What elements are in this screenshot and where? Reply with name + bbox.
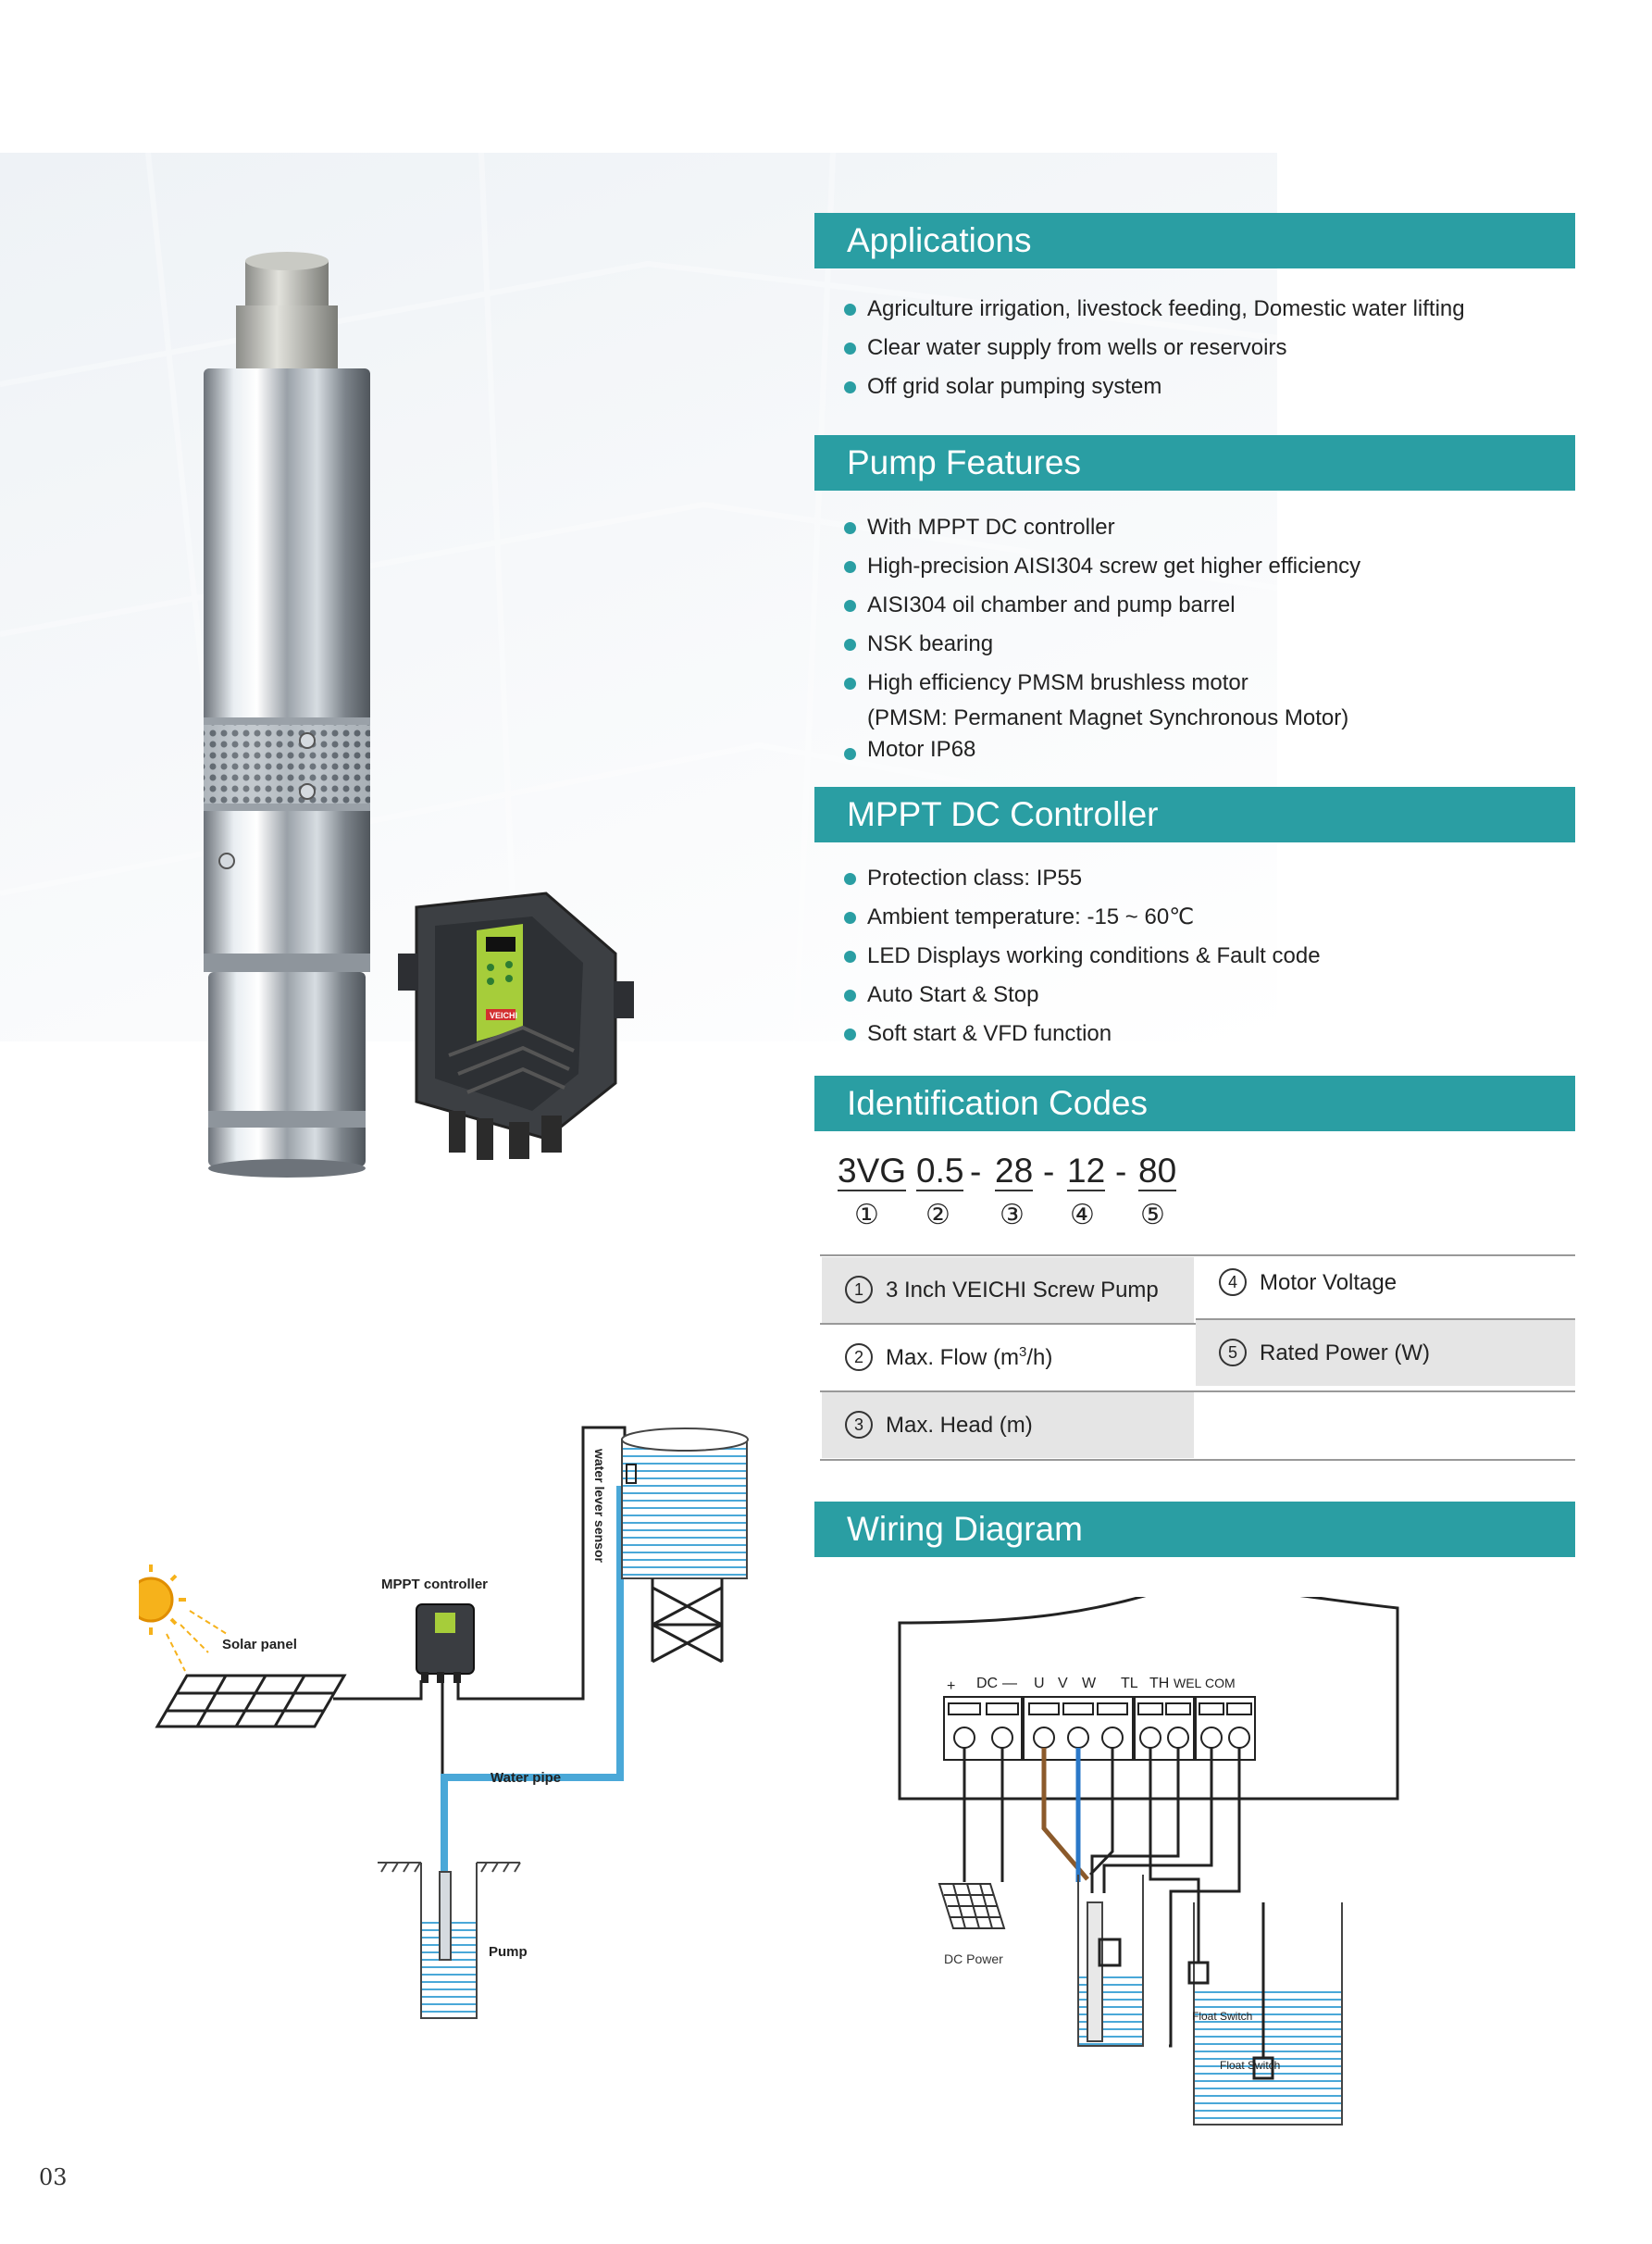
water-tank-icon (621, 1427, 749, 1664)
wiring-diagram-header: Wiring Diagram (814, 1502, 1575, 1557)
list-item: Off grid solar pumping system (844, 368, 1465, 406)
code-index: ② (925, 1200, 950, 1230)
float-switch-label: Float Switch (1220, 2059, 1280, 2072)
code-separator: - (970, 1153, 982, 1191)
code-part: 80 (1138, 1152, 1177, 1191)
code-separator: - (1115, 1153, 1127, 1191)
water-pipe (441, 1486, 624, 1875)
list-item: With MPPT DC controller (844, 508, 1360, 547)
pump-product-image (204, 252, 370, 1178)
wel-label: WEL (1174, 1676, 1202, 1690)
code-part: 3VG (838, 1152, 907, 1191)
pump-features-list: With MPPT DC controller High-precision A… (844, 508, 1360, 766)
th-label: TH (1149, 1676, 1169, 1691)
code-part: 28 (995, 1152, 1034, 1191)
water-level-sensor-label: water lever sensor (592, 1448, 607, 1564)
mppt-controller-header: MPPT DC Controller (814, 787, 1575, 842)
controller-terminal-box (898, 1597, 1399, 1801)
list-item: High-precision AISI304 screw get higher … (844, 547, 1360, 586)
applications-header: Applications (814, 213, 1575, 268)
u-label: U (1034, 1676, 1045, 1691)
list-item: Agriculture irrigation, livestock feedin… (844, 290, 1465, 329)
list-item: NSK bearing (844, 625, 1360, 664)
dc-plus-label: + (947, 1678, 955, 1694)
mppt-controller-image: VEICHI (398, 891, 634, 1160)
float-tank-icon (1187, 1902, 1343, 2126)
code-index: ① (854, 1200, 879, 1230)
code-part: 12 (1067, 1152, 1106, 1191)
applications-list: Agriculture irrigation, livestock feedin… (844, 290, 1465, 406)
dc-power-icon (938, 1883, 1006, 1929)
brown-wire (1041, 1748, 1089, 1881)
code-part: 0.5 (916, 1152, 964, 1191)
solar-panel-label: Solar panel (222, 1637, 297, 1652)
solar-panel-icon (155, 1674, 347, 1728)
pump-well-icon (1077, 1875, 1144, 2047)
dc-minus-label: — (1002, 1676, 1017, 1691)
page-number: 03 (39, 2164, 68, 2190)
list-item: Clear water supply from wells or reservo… (844, 329, 1465, 368)
code-index: ⑤ (1140, 1200, 1165, 1230)
list-item: (PMSM: Permanent Magnet Synchronous Moto… (867, 705, 1349, 730)
system-installation-diagram: Solar panel MPPT controller Water pipe w… (139, 1426, 749, 2019)
controller-brand-badge: VEICHI (490, 1011, 517, 1020)
controller-icon (416, 1603, 475, 1683)
list-item: Protection class: IP55 (844, 859, 1321, 898)
list-item: High efficiency PMSM brushless motor (844, 664, 1360, 703)
code-separator: - (1043, 1153, 1055, 1191)
v-label: V (1058, 1676, 1068, 1691)
sun-icon (139, 1565, 228, 1672)
tl-label: TL (1121, 1676, 1138, 1691)
terminal-blocks (943, 1696, 1256, 1761)
code-index: ④ (1070, 1200, 1095, 1230)
w-label: W (1082, 1676, 1097, 1691)
mppt-controller-label: MPPT controller (381, 1577, 488, 1592)
wiring-diagram: + DC — U V W TL TH WEL COM DC Power (898, 1597, 1399, 2126)
well-icon (378, 1862, 521, 2019)
mppt-controller-list: Protection class: IP55 Ambient temperatu… (844, 859, 1321, 1053)
pump-label: Pump (489, 1944, 528, 1960)
dc-power-label: DC Power (944, 1951, 1003, 1966)
list-item: Motor IP68 (844, 734, 1360, 766)
list-item: Soft start & VFD function (844, 1015, 1321, 1053)
pump-features-header: Pump Features (814, 435, 1575, 491)
list-item: Ambient temperature: -15 ~ 60℃ (844, 898, 1321, 937)
water-pipe-label: Water pipe (491, 1770, 561, 1786)
list-item: Auto Start & Stop (844, 976, 1321, 1015)
list-item: AISI304 oil chamber and pump barrel (844, 586, 1360, 625)
identification-codes-header: Identification Codes (814, 1076, 1575, 1131)
com-label: COM (1205, 1676, 1236, 1690)
float-switch-label: Float Switch (1192, 2010, 1252, 2023)
list-item: LED Displays working conditions & Fault … (844, 937, 1321, 976)
code-index: ③ (1000, 1200, 1025, 1230)
dc-label: DC (976, 1676, 998, 1691)
